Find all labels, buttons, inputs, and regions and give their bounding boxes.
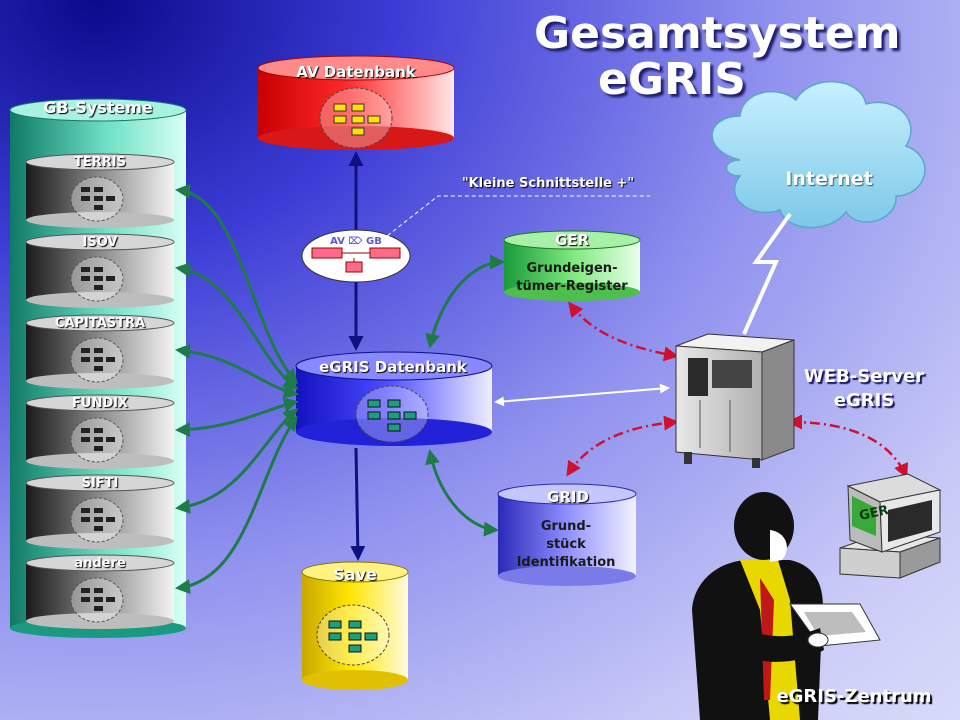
red-dash-arrows <box>566 301 908 479</box>
gb-cylinder-capitastra[interactable] <box>25 314 175 389</box>
ger-desc-line2: tümer-Register <box>516 279 628 294</box>
person-figure <box>692 492 881 720</box>
web-server-label-line1: WEB-Server <box>803 366 925 387</box>
gb-cylinder-fundix[interactable] <box>25 394 175 469</box>
save-cylinder[interactable] <box>301 561 409 690</box>
gb-to-egris-arrows <box>175 183 299 595</box>
save-label: Save <box>333 565 377 584</box>
av-datenbank-cylinder[interactable] <box>257 55 455 150</box>
grid-desc-line2: stück <box>546 537 586 552</box>
arrow-egris-ger <box>425 254 505 349</box>
egris-zentrum-label: eGRIS-Zentrum <box>776 686 932 707</box>
internet-label: Internet <box>785 168 873 190</box>
gb-item-terris-label: TERRIS <box>74 155 126 170</box>
grid-cylinder[interactable] <box>497 483 637 586</box>
interface-ellipse[interactable] <box>301 229 411 283</box>
gb-item-sifti-label: SIFTI <box>81 476 119 491</box>
grid-desc-line3: Identifikation <box>516 555 616 570</box>
gb-systeme-label: GB-Systeme <box>43 98 153 117</box>
av-flow-icon <box>319 87 393 149</box>
interface-note: "Kleine Schnittstelle +" <box>461 176 635 191</box>
page-title-line2: eGRIS <box>598 54 746 105</box>
gb-cylinder-terris[interactable] <box>25 153 175 228</box>
gb-item-fundix-label: FUNDIX <box>72 396 128 411</box>
note-pointer-line <box>381 195 650 241</box>
interface-ellipse-label: AV ⌦ GB <box>330 236 382 247</box>
gb-cylinder-isov[interactable] <box>25 233 175 308</box>
save-flow-icon <box>316 604 390 666</box>
gb-cylinder-sifti[interactable] <box>25 474 175 549</box>
arrow-egris-to-save <box>350 447 366 561</box>
arrow-egris-server <box>494 383 670 407</box>
egris-datenbank-label: eGRIS Datenbank <box>319 358 467 376</box>
ger-cylinder[interactable] <box>503 230 641 301</box>
web-server-label-line2: eGRIS <box>833 390 895 411</box>
egris-flow-icon <box>355 385 429 443</box>
gb-item-capitastra-label: CAPITASTRA <box>54 316 146 331</box>
internet-cloud[interactable] <box>711 80 926 229</box>
arrow-egris-grid <box>425 449 499 537</box>
monitor-computer[interactable] <box>839 473 942 579</box>
ger-desc-line1: Grundeigen- <box>526 261 618 276</box>
gb-item-andere-label: andere <box>74 556 126 571</box>
grid-label: GRID <box>547 488 589 506</box>
lightning-bolt <box>742 212 792 335</box>
grid-desc-line1: Grund- <box>540 519 592 534</box>
av-datenbank-label: AV Datenbank <box>296 63 416 81</box>
page-title-line1: Gesamtsystem <box>534 8 901 59</box>
gb-cylinder-andere[interactable] <box>25 554 175 629</box>
gb-item-isov-label: ISOV <box>82 235 118 250</box>
web-server-computer[interactable] <box>675 333 795 468</box>
ger-label: GER <box>554 231 590 249</box>
